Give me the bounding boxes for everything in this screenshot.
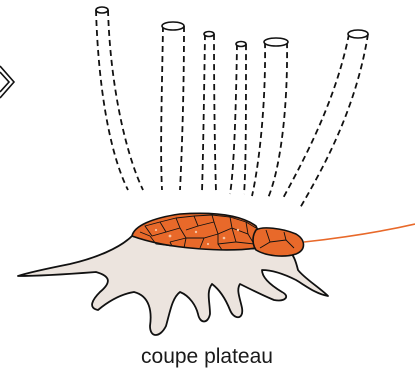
tube-4 bbox=[230, 44, 246, 194]
tube-6 bbox=[282, 34, 368, 208]
tube-1 bbox=[96, 10, 143, 190]
chevron-arrow-icon bbox=[0, 66, 14, 98]
tube-3 bbox=[202, 34, 216, 192]
tube-tops bbox=[96, 7, 368, 47]
caption-label: coupe plateau bbox=[141, 345, 273, 368]
leader-line bbox=[304, 224, 415, 242]
tube-5 bbox=[252, 42, 287, 198]
dashed-tubes bbox=[96, 10, 368, 208]
plateau-bulge bbox=[253, 228, 304, 256]
tube-2 bbox=[161, 26, 184, 190]
